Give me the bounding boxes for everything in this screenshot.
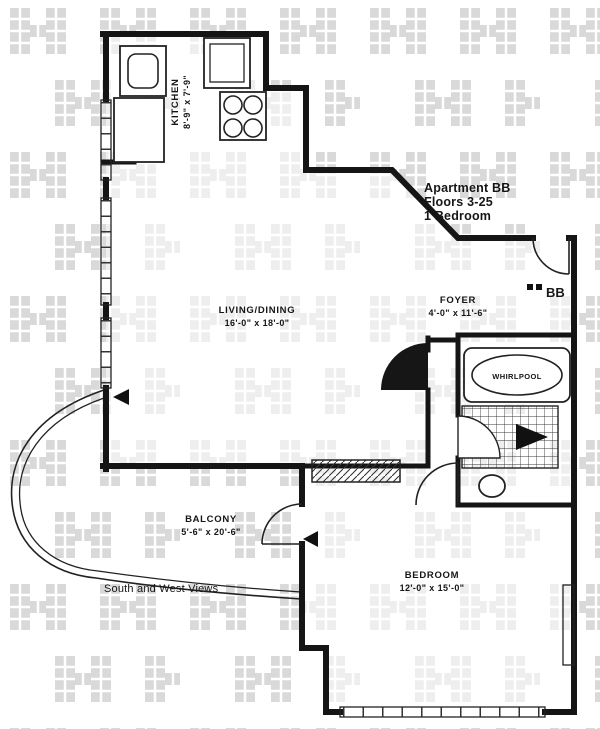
- sink-icon: [127, 53, 159, 89]
- window-left-2: [100, 197, 112, 306]
- entry-marker-icon: [527, 284, 533, 290]
- burner-icon: [223, 95, 243, 115]
- closet-door-sector: [381, 343, 428, 390]
- stove-icon: [219, 91, 267, 141]
- burner-icon: [223, 118, 243, 138]
- whirlpool-basin-icon: [471, 354, 563, 396]
- kitchen-label: KITCHEN 8'-9" x 7'-9": [170, 75, 192, 129]
- entry-marker-icon: [536, 284, 542, 290]
- view-note: South and West Views: [104, 583, 219, 595]
- bedroom-label: BEDROOM: [405, 570, 460, 581]
- whirlpool-tub: [463, 347, 571, 403]
- balcony-dims: 5'-6" x 20'-6": [181, 527, 240, 537]
- living-dims: 16'-0" x 18'-0": [225, 318, 290, 328]
- window-left-3: [100, 317, 112, 389]
- hvac-unit: [311, 459, 401, 483]
- apartment-bedrooms: 1 Bedroom: [424, 209, 491, 223]
- window-left-1: [100, 99, 112, 181]
- room-fills: [106, 34, 574, 712]
- view-marker-icon: [113, 389, 129, 405]
- svg-text:8'-9" x 7'-9": 8'-9" x 7'-9": [182, 75, 192, 129]
- bathroom-door-leaf-icon: [516, 424, 548, 450]
- exterior-walls: [100, 31, 577, 715]
- refrigerator-icon: [203, 37, 251, 89]
- burner-icon: [243, 95, 263, 115]
- bathroom: [457, 347, 571, 498]
- windows: [100, 99, 575, 718]
- kitchen-counter: [113, 97, 165, 163]
- kitchen-fixtures: [113, 37, 267, 163]
- svg-text:KITCHEN: KITCHEN: [170, 78, 181, 125]
- doors: [261, 237, 570, 545]
- living-label: LIVING/DINING: [219, 305, 296, 316]
- whirlpool-label: WHIRLPOOL: [492, 372, 541, 381]
- entry-door-arc: [532, 237, 570, 275]
- burner-icon: [243, 118, 263, 138]
- bedroom-dims: 12'-0" x 15'-0": [400, 583, 465, 593]
- foyer-dims: 4'-0" x 11'-6": [429, 308, 488, 318]
- entry-door-label: BB: [546, 285, 565, 300]
- balcony-door-arc: [261, 503, 303, 545]
- balcony-railing: [10, 389, 302, 600]
- bedroom-door-arc: [415, 462, 459, 506]
- apartment-floors: Floors 3-25: [424, 195, 493, 209]
- balcony-label: BALCONY: [185, 514, 237, 525]
- apartment-title: Apartment BB: [424, 181, 510, 195]
- toilet-icon: [478, 474, 506, 498]
- window-bedroom-east: [562, 584, 575, 666]
- window-bedroom-south: [339, 706, 546, 718]
- markers: [113, 284, 542, 547]
- labels: Apartment BB Floors 3-25 1 Bedroom KITCH…: [104, 75, 565, 595]
- foyer-label: FOYER: [440, 295, 476, 306]
- view-marker-icon: [303, 531, 318, 547]
- bathroom-door-swing: [457, 415, 501, 459]
